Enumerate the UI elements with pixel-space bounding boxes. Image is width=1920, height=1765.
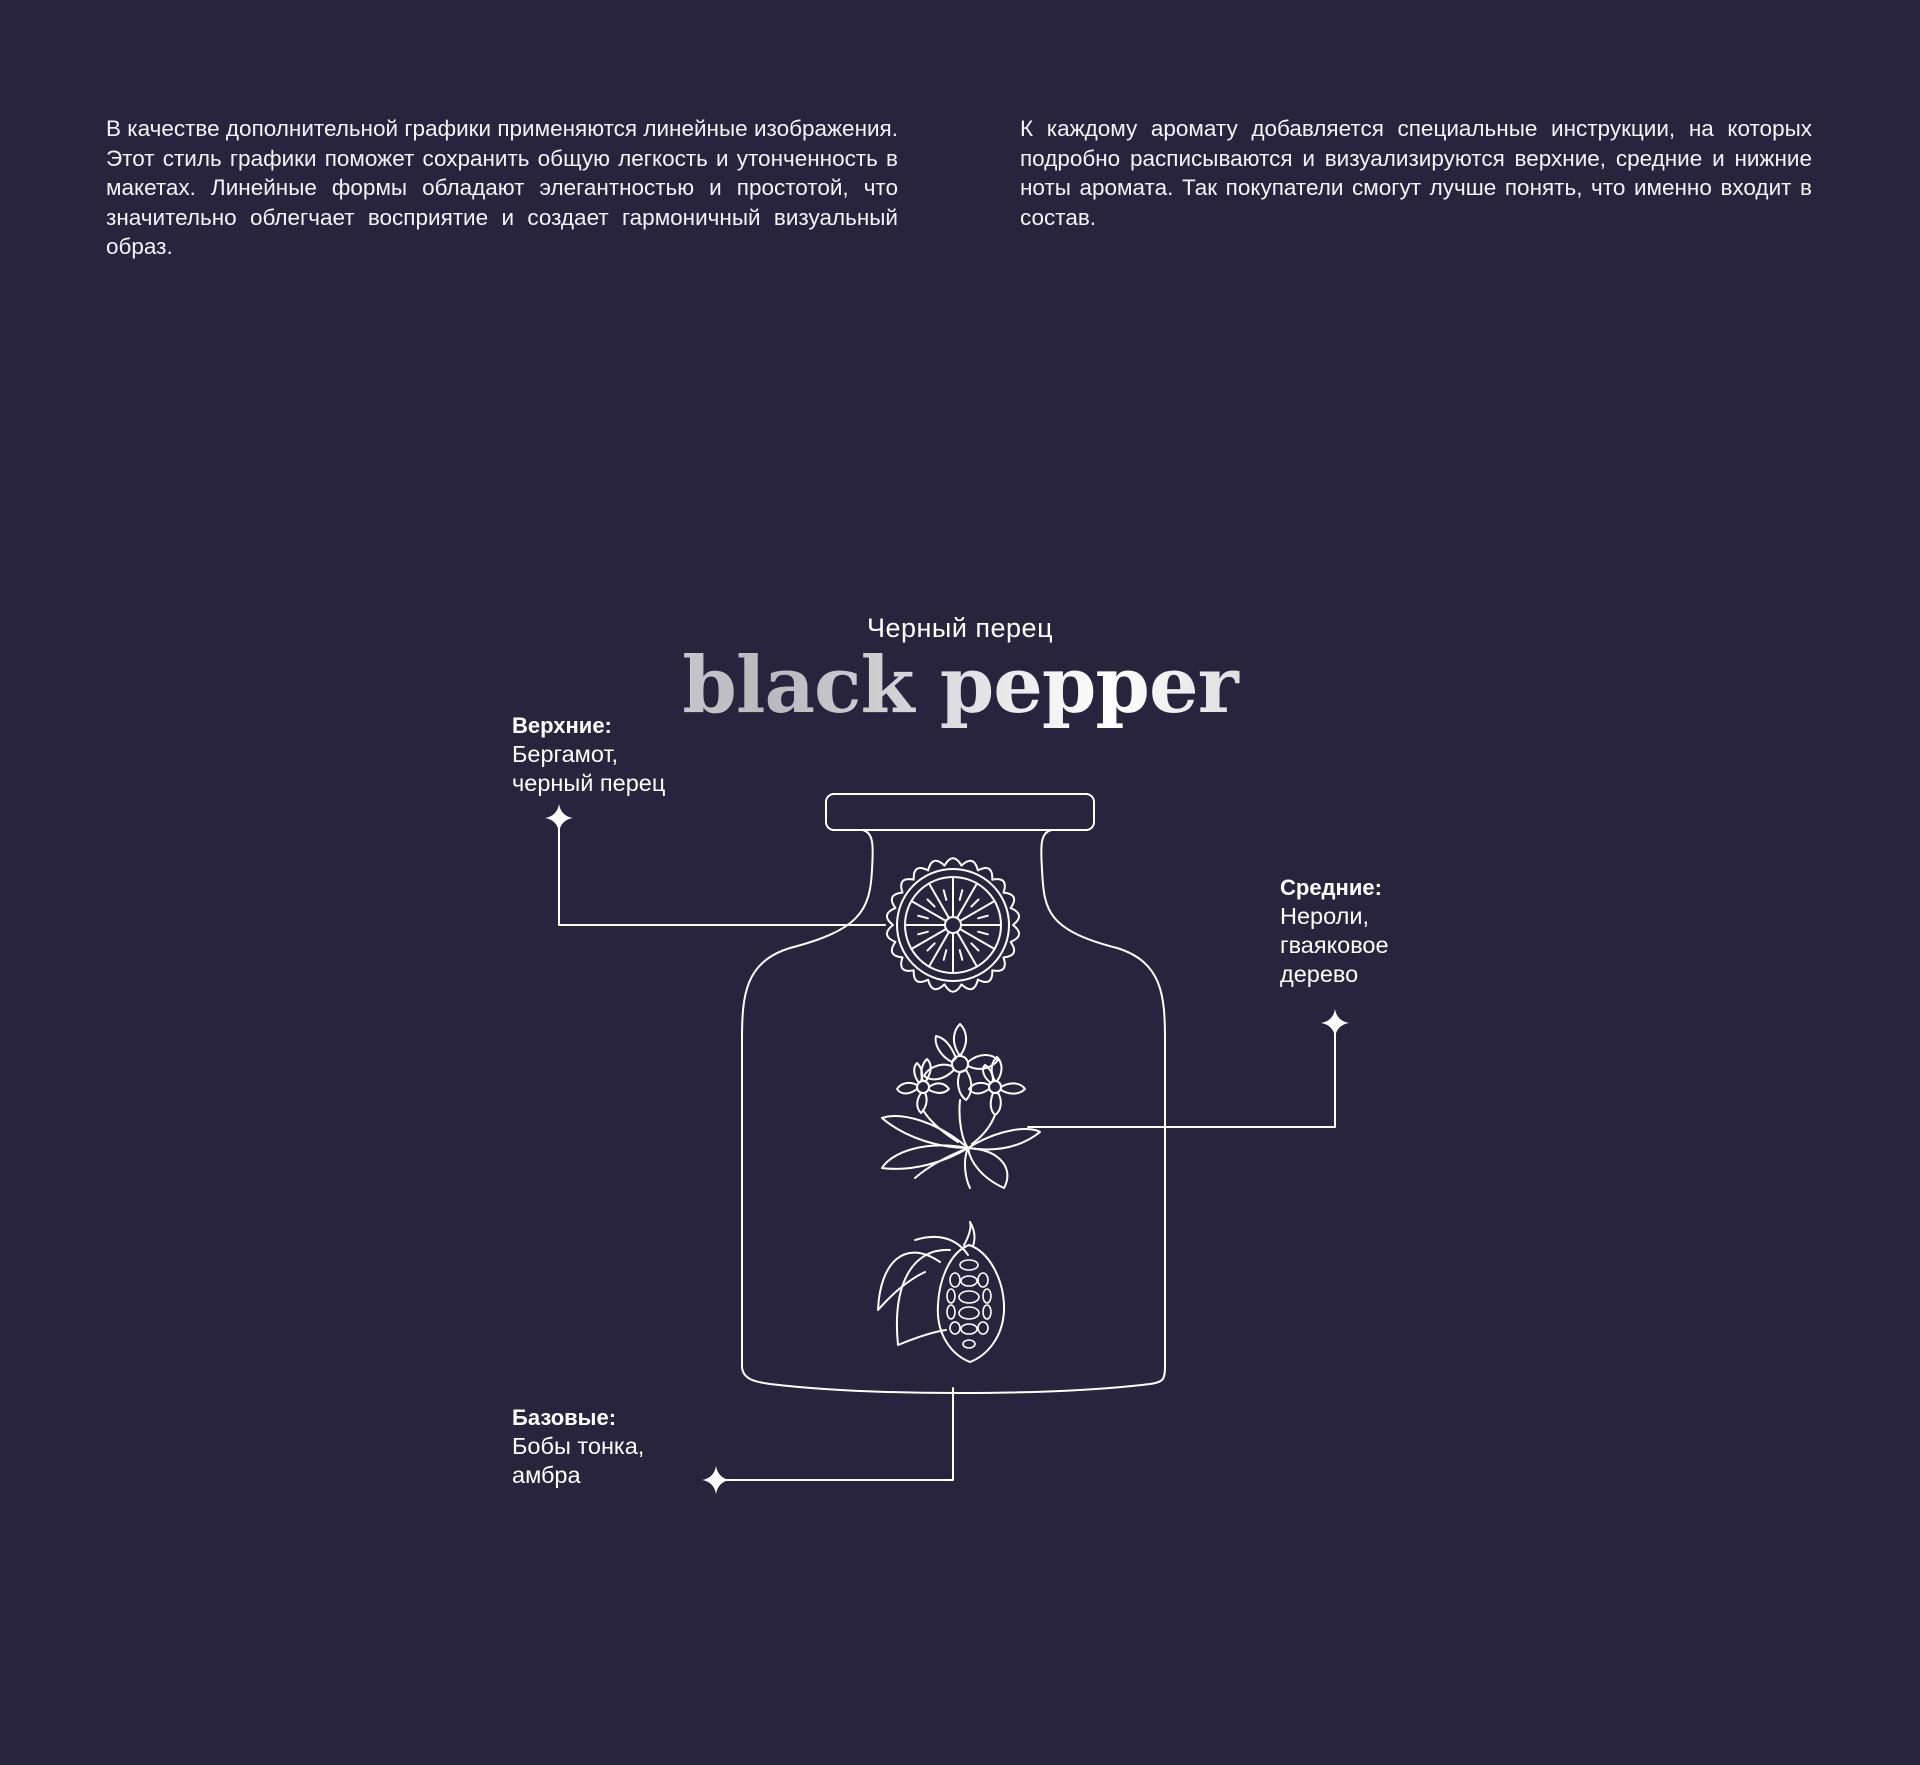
tonka-seed xyxy=(946,1304,956,1320)
sparkle-icon-base xyxy=(702,1466,730,1494)
citrus-pulp-mark xyxy=(942,949,948,961)
top-notes-line-1: Бергамот, xyxy=(512,741,619,767)
intro-text-right: К каждому аромату добавляется специальны… xyxy=(1020,116,1812,230)
top-notes-label: Верхние: Бергамот, черный перец xyxy=(512,711,665,798)
citrus-segment-line xyxy=(956,930,978,968)
citrus-pulp-mark xyxy=(942,889,948,901)
citrus-pulp-mark xyxy=(958,949,964,961)
top-notes-line-2: черный перец xyxy=(512,770,666,796)
middle-notes-label: Средние: Нероли, гваяковое дерево xyxy=(1280,873,1389,989)
base-notes-heading: Базовые: xyxy=(512,1405,617,1430)
tonka-seed xyxy=(949,1321,961,1335)
citrus-pulp-mark xyxy=(926,942,936,952)
citrus-pulp-mark xyxy=(977,914,989,920)
tonka-seed xyxy=(949,1272,961,1288)
citrus-segment-line xyxy=(910,928,948,950)
citrus-segment-line xyxy=(958,928,996,950)
citrus-pulp-mark xyxy=(970,898,980,908)
citrus-segment-line xyxy=(956,882,978,920)
tonka-seed xyxy=(982,1288,992,1304)
citrus-pulp-mark xyxy=(917,914,929,920)
citrus-slice-icon xyxy=(886,857,1020,993)
tonka-seed xyxy=(962,1339,976,1349)
citrus-pulp-mark xyxy=(917,930,929,936)
sparkle-icon-middle xyxy=(1321,1009,1349,1037)
citrus-segment-line xyxy=(958,900,996,922)
middle-notes-line-2: гваяковое xyxy=(1280,932,1389,958)
scent-subtitle: Черный перец xyxy=(866,613,1054,643)
citrus-segment-line xyxy=(928,930,950,968)
base-notes-line-2: амбра xyxy=(512,1462,581,1488)
citrus-segment-line xyxy=(910,900,948,922)
citrus-pulp-mark xyxy=(970,942,980,952)
tonka-seed xyxy=(977,1321,989,1335)
citrus-pulp-mark xyxy=(977,930,989,936)
top-notes-heading: Верхние: xyxy=(512,713,612,738)
intro-text-left: В качестве дополнительной графики примен… xyxy=(106,116,898,259)
tonka-seed xyxy=(982,1304,992,1320)
base-notes-label: Базовые: Бобы тонка, амбра xyxy=(512,1403,644,1490)
neroli-flower-icon xyxy=(881,1023,1041,1189)
base-notes-line-1: Бобы тонка, xyxy=(512,1433,645,1459)
middle-notes-line-3: дерево xyxy=(1280,961,1359,987)
tonka-seed xyxy=(959,1259,979,1271)
tonka-seed xyxy=(958,1306,980,1320)
tonka-seed xyxy=(960,1275,978,1287)
tonka-seed xyxy=(960,1323,978,1335)
bottle-outline xyxy=(741,793,1166,1394)
citrus-segment-line xyxy=(928,882,950,920)
tonka-seed xyxy=(958,1290,980,1304)
citrus-pulp-mark xyxy=(926,898,936,908)
citrus-pulp-mark xyxy=(958,889,964,901)
sparkle-icon-top xyxy=(545,804,573,832)
middle-notes-line-1: Нероли, xyxy=(1280,903,1370,929)
middle-notes-heading: Средние: xyxy=(1280,875,1382,900)
tonka-seed xyxy=(946,1288,956,1304)
connector-lines xyxy=(558,821,1336,1481)
tonka-bean-icon xyxy=(877,1221,1006,1363)
tonka-seed xyxy=(977,1272,989,1288)
